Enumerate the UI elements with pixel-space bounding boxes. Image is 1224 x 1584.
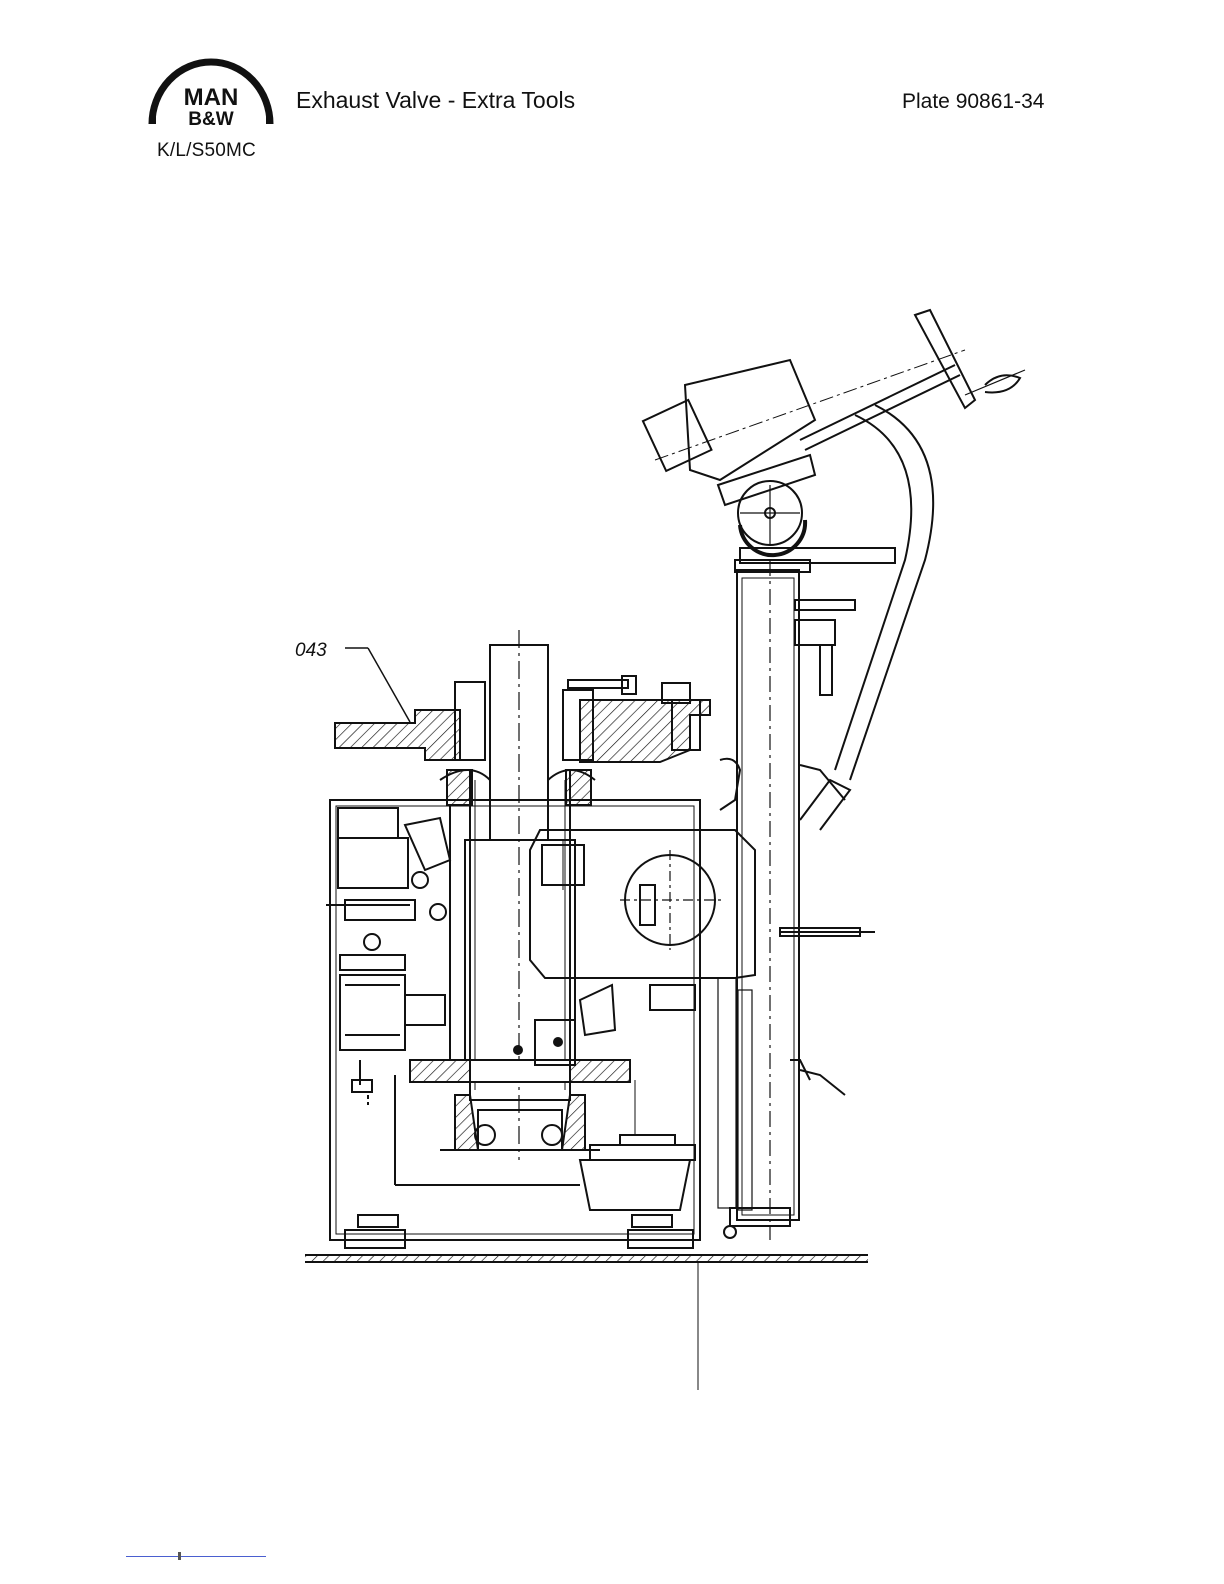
pulley-assembly — [580, 1080, 695, 1210]
floor-base — [305, 1255, 868, 1262]
grinding-carriage — [514, 830, 755, 1065]
lower-chuck — [410, 1060, 630, 1150]
machine-frame — [330, 800, 700, 1248]
part-label-043: 043 — [295, 640, 327, 661]
counterweight-springs — [718, 978, 752, 1210]
valve-housing-table — [335, 682, 710, 762]
part-label-leader — [345, 648, 410, 722]
vertical-column — [724, 548, 895, 1240]
footer-mark — [178, 1552, 181, 1560]
grinding-head — [643, 310, 1025, 555]
footer-rule — [126, 1556, 266, 1557]
